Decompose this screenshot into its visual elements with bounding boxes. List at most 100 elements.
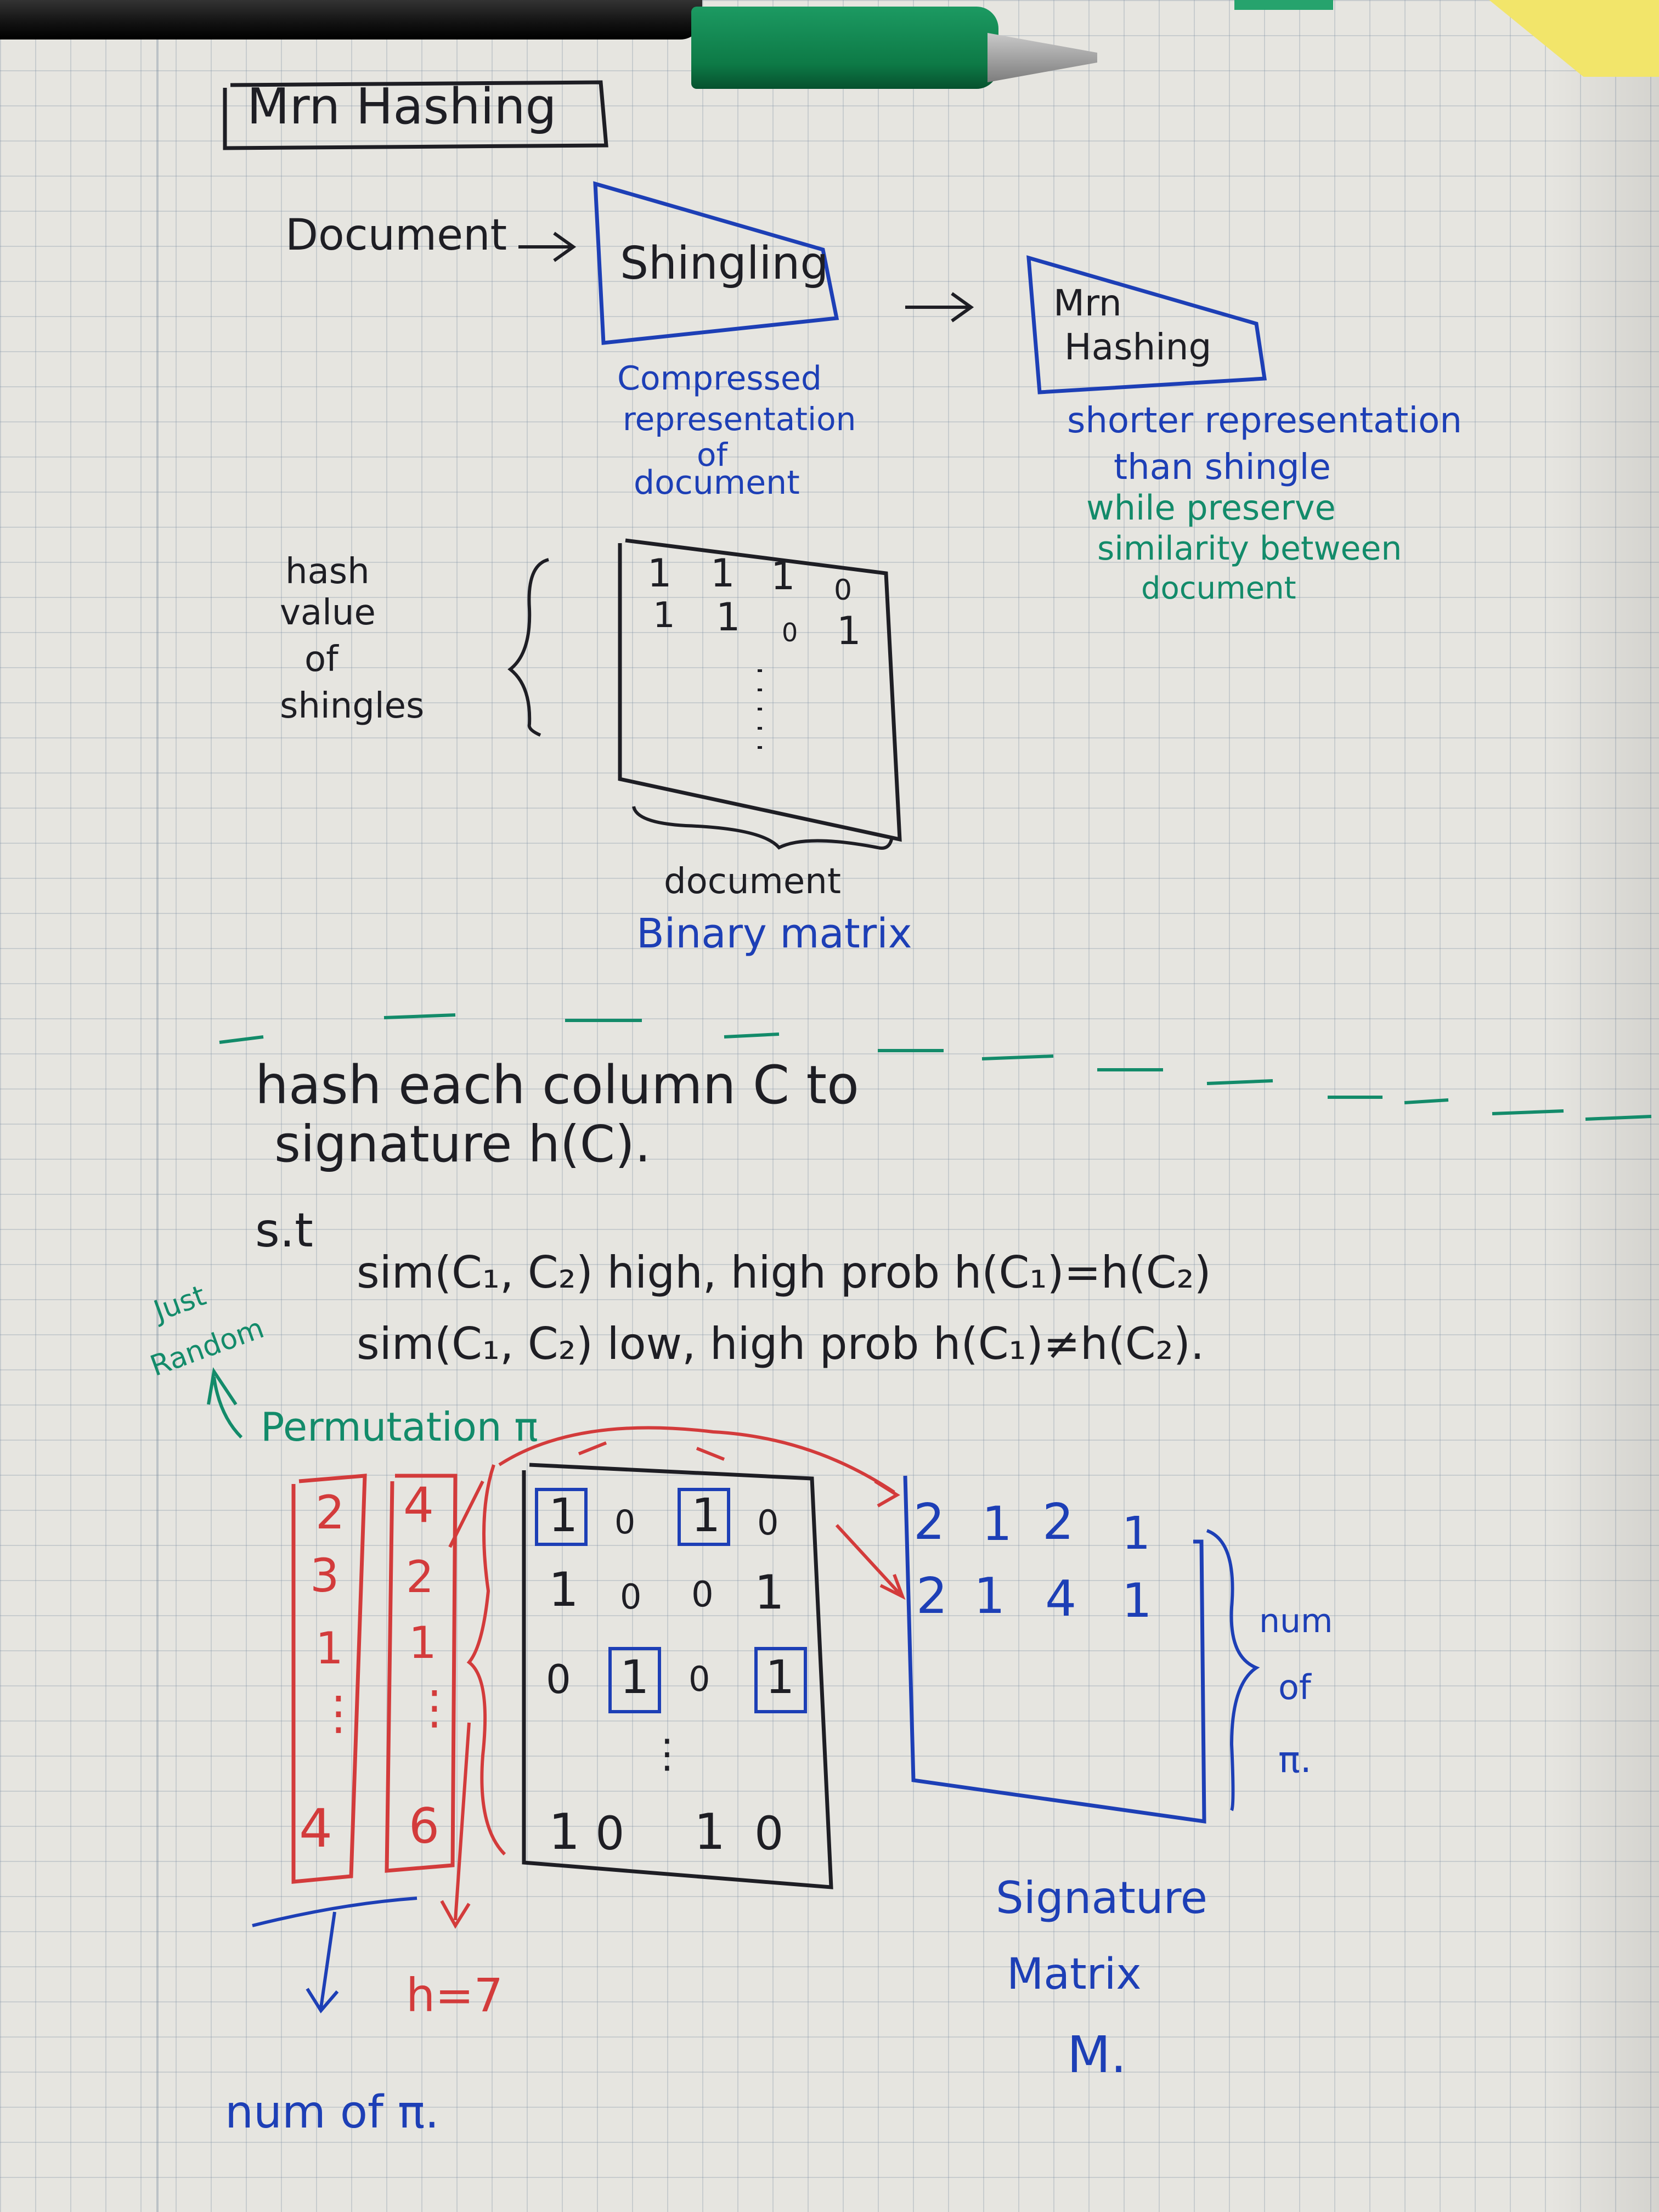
hash-text-line1: hash each column C to (255, 1054, 859, 1116)
signature-caption: Signature (996, 1872, 1207, 1923)
shingling-label: Shingling (620, 238, 829, 290)
binary-cell: 1 (837, 608, 861, 653)
input-cell: 1 (549, 1803, 580, 1861)
input-cell: 1 (765, 1650, 795, 1704)
highlight-box (608, 1647, 661, 1713)
st-label: s.t (255, 1203, 313, 1258)
signature-cell: 1 (982, 1497, 1012, 1551)
pen-barrel (0, 0, 702, 40)
column-label: document (664, 861, 841, 902)
input-cell: 0 (757, 1503, 779, 1543)
input-cell: 1 (694, 1803, 726, 1861)
binary-cell: 0 (834, 574, 853, 607)
binary-matrix-caption: Binary matrix (636, 910, 912, 957)
highlight-box (754, 1647, 807, 1713)
blue-underline (252, 1897, 417, 1927)
row-label: hash (285, 551, 370, 592)
perm1-column (291, 1474, 367, 1884)
binary-cell: 1 (716, 595, 741, 640)
perm2-value: 4 (403, 1477, 434, 1533)
red-arrow-top (498, 1426, 900, 1508)
brace-left (507, 558, 549, 737)
condition-low: sim(C₁, C₂) low, high prob h(C₁)≠h(C₂). (357, 1318, 1205, 1369)
highlight-box (678, 1488, 730, 1546)
shingling-box (593, 181, 839, 345)
red-ticks (578, 1441, 725, 1461)
perm1-value: 3 (310, 1549, 340, 1602)
minhash-label-line2: Hashing (1064, 326, 1212, 368)
red-down-arrow (440, 1722, 471, 1929)
binary-cell: 1 (710, 551, 735, 596)
page-title: Mrn Hashing (247, 78, 557, 136)
minhash-note-line: document (1141, 571, 1296, 606)
binary-matrix-box (618, 538, 902, 842)
signature-cell: 2 (916, 1567, 948, 1625)
input-cell: 0 (620, 1577, 642, 1617)
red-arrow-row2 (835, 1523, 906, 1600)
highlight-box (535, 1488, 588, 1546)
hash-text-line2: signature h(C). (274, 1115, 651, 1173)
signature-cell: 2 (913, 1493, 945, 1551)
input-cell: 1 (691, 1488, 721, 1542)
input-cell: 0 (546, 1656, 571, 1702)
side-note-arrow (207, 1367, 243, 1439)
signature-cell: 1 (1122, 1508, 1151, 1560)
shingling-note-line: document (634, 464, 800, 502)
minhash-note-line: shorter representation (1067, 400, 1462, 441)
binary-cell: 1 (647, 551, 672, 596)
green-marker-edge (1234, 0, 1333, 10)
perm1-value: 2 (315, 1486, 345, 1539)
signature-caption: Matrix (1007, 1950, 1142, 1999)
input-cell: 0 (614, 1503, 636, 1542)
arrow-shingling-to-minhash (905, 292, 974, 323)
input-cell: 1 (754, 1565, 785, 1620)
signature-side-label: π. (1278, 1739, 1312, 1781)
num-of-pi-label: num of π. (225, 2086, 439, 2138)
permutation-label: Permutation π (261, 1404, 538, 1450)
perm2-column (385, 1474, 458, 1873)
brace-under (632, 806, 893, 850)
minhash-label-line1: Mrn (1053, 282, 1122, 324)
row-label: shingles (280, 686, 425, 726)
minhash-box (1026, 255, 1267, 394)
page-shadow (1549, 0, 1659, 2212)
perm2-value: 1 (409, 1617, 437, 1668)
shingling-note-line: of (697, 436, 727, 473)
document-label: Document (285, 211, 507, 260)
minhash-note-line: than shingle (1114, 447, 1331, 488)
perm2-value: ⋮ (411, 1680, 458, 1734)
blue-down-arrow (306, 1911, 339, 2014)
signature-cell: 1 (974, 1567, 1006, 1625)
input-cell: 1 (620, 1650, 650, 1704)
margin-line (156, 0, 159, 2212)
perm2-value: 2 (406, 1551, 434, 1602)
minhash-note-line: while preserve (1086, 488, 1336, 528)
signature-side-label: of (1278, 1667, 1311, 1707)
row-label: of (304, 639, 338, 680)
input-cell: 0 (691, 1575, 714, 1615)
perm1-value: 1 (315, 1623, 343, 1674)
input-cell: 0 (689, 1659, 710, 1699)
shingling-note-line: Compressed (617, 359, 822, 398)
row-label: value (280, 592, 376, 633)
binary-cell: 1 (653, 595, 675, 636)
input-matrix-box (522, 1463, 833, 1889)
signature-cell: 4 (1045, 1570, 1077, 1628)
dashed-separator (219, 1013, 1652, 1121)
signature-caption: M. (1067, 2025, 1127, 2084)
perm2-value: 6 (409, 1798, 439, 1854)
signature-cell: 1 (1122, 1573, 1152, 1628)
perm1-value: 4 (299, 1798, 333, 1859)
title-box (223, 80, 608, 150)
h-label: h=7 (406, 1968, 504, 2022)
red-slash (448, 1480, 484, 1548)
signature-cell: 2 (1042, 1493, 1074, 1551)
perm-brace (466, 1464, 506, 1856)
input-cell: 0 (595, 1807, 625, 1860)
input-cell: 1 (549, 1562, 579, 1617)
shingling-note-line: representation (623, 400, 856, 438)
arrow-doc-to-shingling (518, 232, 577, 262)
